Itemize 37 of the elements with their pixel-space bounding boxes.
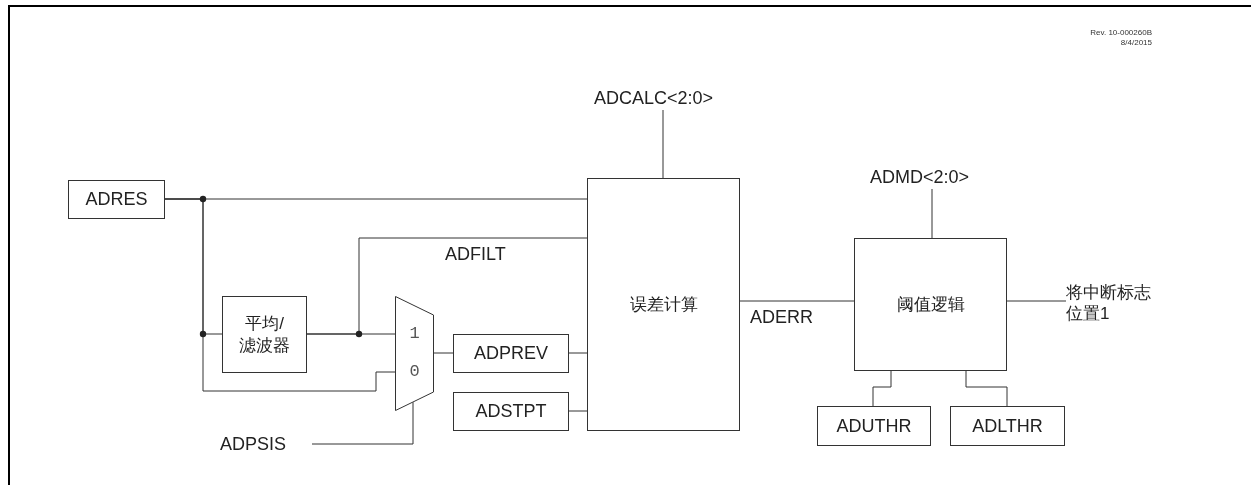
revision-note: Rev. 10-000260B [1090, 28, 1152, 37]
node-label: ADMD<2:0> [870, 165, 970, 189]
node-label: 将中断标志位置1 [1066, 281, 1152, 325]
connector-line [164, 198, 396, 392]
connector-line [965, 370, 1008, 407]
node-label: 阈值逻辑 [896, 293, 965, 316]
block-box [854, 238, 1007, 371]
connector-line [739, 300, 855, 302]
block-box [222, 296, 307, 373]
connector-line [568, 410, 588, 412]
input-number: 1 [408, 324, 421, 343]
revision-note: 8/4/2015 [1120, 38, 1152, 47]
multiplexer-symbol [395, 296, 434, 411]
node-label: ADRES [85, 188, 148, 211]
connector-line [306, 237, 588, 335]
connector-line [662, 109, 664, 179]
connector-line [931, 188, 933, 239]
node-label: ADPSIS [220, 432, 287, 456]
connector-line [433, 352, 454, 354]
node-label: ADPREV [474, 342, 548, 365]
node-label: ADCALC<2:0> [594, 86, 714, 110]
block-box [817, 406, 931, 446]
connector-line [568, 352, 588, 354]
node-label: 误差计算 [629, 293, 698, 316]
node-label: ADUTHR [836, 414, 912, 438]
block-box [453, 392, 569, 431]
block-box [453, 334, 569, 373]
node-label: 平均/滤波器 [238, 313, 291, 356]
block-box [68, 180, 165, 219]
connector-line [872, 370, 892, 407]
input-number: 0 [408, 362, 421, 381]
connector-line [1006, 300, 1067, 302]
node-label: ADSTPT [475, 400, 547, 423]
block-box [587, 178, 740, 431]
block-box [950, 406, 1065, 446]
connector-line [311, 401, 414, 445]
node-label: ADLTHR [972, 414, 1043, 438]
